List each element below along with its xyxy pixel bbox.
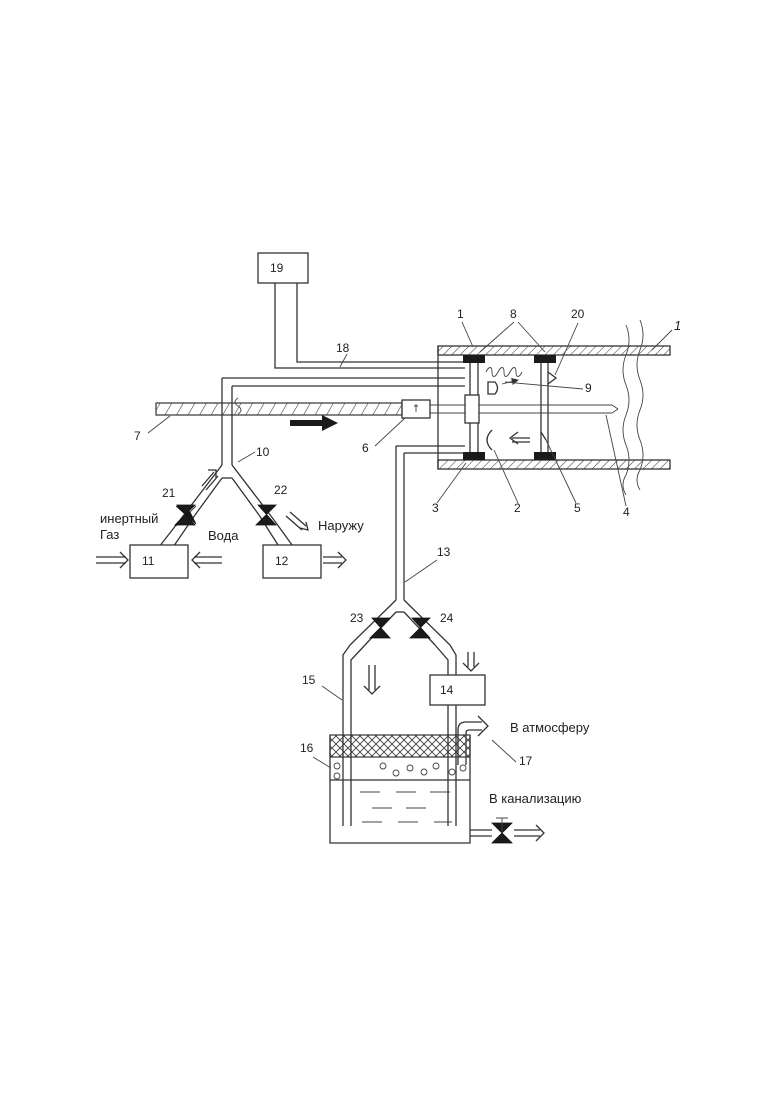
flow-arrow-out — [286, 512, 308, 530]
label-16: 16 — [300, 741, 314, 755]
element-6 — [402, 400, 430, 418]
pipe-14-tank — [448, 705, 456, 826]
flow-arrow-24 — [463, 652, 479, 671]
arrow-box-12 — [323, 552, 346, 568]
caption-inert-2: Газ — [100, 527, 119, 542]
partitions — [470, 363, 548, 452]
label-8: 8 — [510, 307, 517, 321]
label-7: 7 — [134, 429, 141, 443]
box-11-label: 11 — [142, 554, 155, 568]
caption-atmosphere: В атмосферу — [510, 720, 590, 735]
sensor-9 — [488, 380, 518, 394]
drain-valve — [470, 818, 544, 843]
box-14: 14 — [430, 675, 485, 705]
direction-arrow — [290, 415, 338, 431]
valve-21 — [175, 505, 196, 526]
caption-sewer: В канализацию — [489, 791, 582, 806]
line-13 — [343, 446, 465, 826]
funnel-2 — [487, 430, 492, 450]
label-1: 1 — [457, 307, 464, 321]
label-20: 20 — [571, 307, 585, 321]
label-3: 3 — [432, 501, 439, 515]
label-6: 6 — [362, 441, 369, 455]
caption-outside: Наружу — [318, 518, 364, 533]
rope-7 — [156, 403, 618, 415]
box-12: 12 — [263, 545, 321, 578]
box-12-label: 12 — [275, 554, 289, 568]
label-22: 22 — [274, 483, 288, 497]
caption-inert-1: инертный — [100, 511, 158, 526]
label-18: 18 — [336, 341, 350, 355]
box-11: 11 — [130, 545, 188, 578]
coil — [486, 368, 522, 377]
label-15: 15 — [302, 673, 316, 687]
disk — [465, 395, 479, 423]
box-14-label: 14 — [440, 683, 454, 697]
cable-18 — [275, 283, 465, 368]
box-19-label: 19 — [270, 261, 284, 275]
valve-23 — [370, 618, 390, 638]
label-24: 24 — [440, 611, 454, 625]
label-21: 21 — [162, 486, 176, 500]
flow-arrow-23 — [364, 665, 380, 694]
flow-arrow-pipe — [510, 432, 530, 444]
component-5 — [541, 432, 546, 440]
component-20 — [548, 372, 556, 384]
caption-water: Вода — [208, 528, 239, 543]
label-4: 4 — [623, 505, 630, 519]
label-10: 10 — [256, 445, 270, 459]
label-2: 2 — [514, 501, 521, 515]
box-19: 19 — [258, 253, 308, 283]
label-17: 17 — [519, 754, 533, 768]
label-1-script: 1 — [674, 318, 681, 333]
label-23: 23 — [350, 611, 364, 625]
label-13: 13 — [437, 545, 451, 559]
label-9: 9 — [585, 381, 592, 395]
label-5: 5 — [574, 501, 581, 515]
